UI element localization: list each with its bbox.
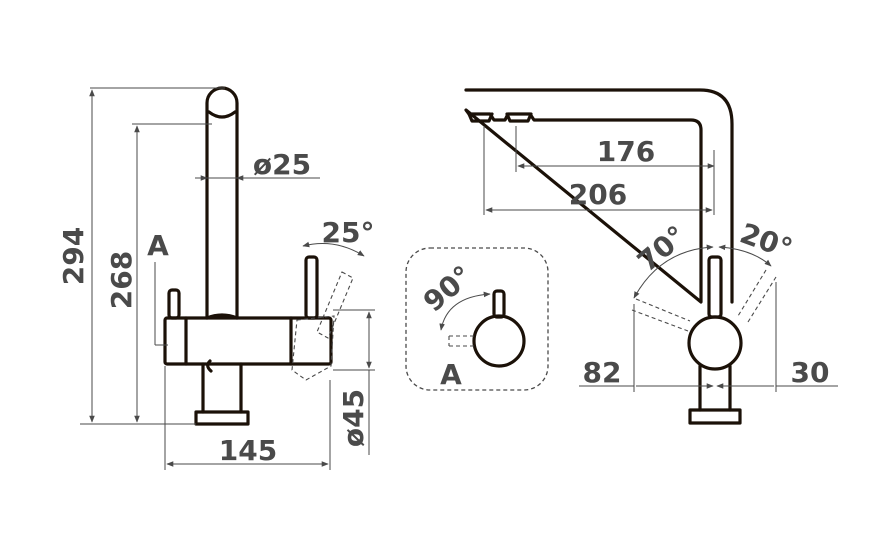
spout-tube bbox=[205, 86, 239, 320]
front-lever bbox=[707, 255, 723, 319]
aerator-1 bbox=[467, 112, 494, 123]
spout-diameter-label: ø25 bbox=[253, 148, 311, 181]
lever-angle-label: 25° bbox=[322, 216, 375, 249]
spout-tip bbox=[207, 110, 237, 119]
filter-lever bbox=[167, 288, 181, 320]
detail-frame bbox=[405, 247, 549, 391]
detail-marker-a: A bbox=[440, 358, 462, 391]
spout-height-label: 268 bbox=[105, 251, 138, 309]
detail-knob bbox=[472, 314, 526, 368]
base-width-label: 145 bbox=[219, 434, 277, 467]
body-tilted-outline bbox=[291, 315, 335, 381]
base-plate bbox=[194, 410, 250, 426]
base-diameter-label: ø45 bbox=[337, 389, 370, 447]
base-stem bbox=[201, 359, 243, 414]
swivel-right-label: 20° bbox=[736, 217, 797, 266]
front-base-plate bbox=[688, 408, 742, 425]
total-height-label: 294 bbox=[57, 227, 90, 285]
detail-angle-label: 90° bbox=[417, 259, 479, 318]
spout-reach-176-label: 176 bbox=[597, 135, 655, 168]
lever-tilted-outline bbox=[316, 271, 354, 339]
detail-a-view: 90° A bbox=[405, 247, 549, 391]
aerator-2 bbox=[505, 112, 533, 123]
front-knob bbox=[687, 315, 743, 371]
faucet-body bbox=[163, 316, 333, 366]
front-view: 176 206 70° 20° 82 30 bbox=[464, 88, 838, 425]
side-view: 294 268 A ø25 25° 145 ø45 bbox=[57, 86, 375, 470]
swivel-left-label: 70° bbox=[631, 219, 693, 278]
lever-rotated-right bbox=[737, 269, 777, 323]
detail-lever bbox=[492, 289, 506, 319]
offset-left-label: 82 bbox=[583, 356, 622, 389]
mixer-lever bbox=[304, 255, 319, 320]
lever-rotated-left bbox=[631, 298, 691, 332]
body-notch bbox=[205, 313, 239, 320]
view-marker-a: A bbox=[147, 229, 169, 262]
offset-right-label: 30 bbox=[791, 356, 830, 389]
detail-lever-rotated bbox=[448, 335, 474, 347]
spout-reach-206-label: 206 bbox=[569, 178, 627, 211]
front-stem bbox=[698, 364, 732, 412]
